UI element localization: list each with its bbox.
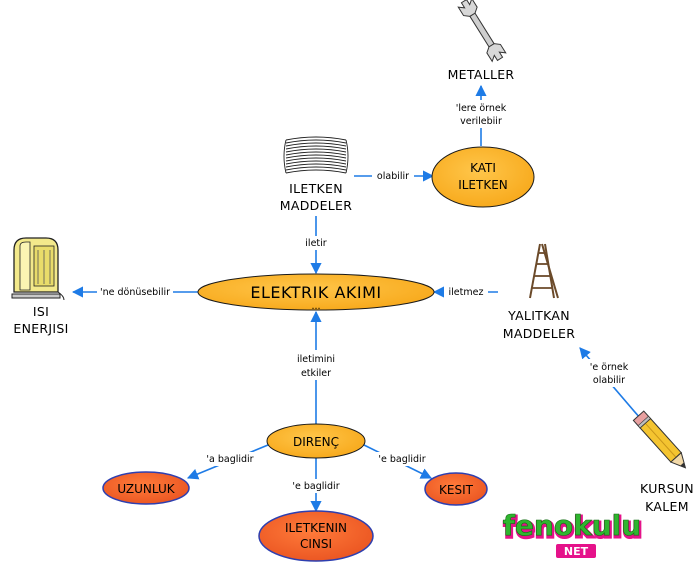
concept-iletken-maddeler-2: MADDELER — [280, 198, 352, 213]
node-elektrik-akimi-dots: ... — [311, 301, 320, 312]
svg-text:'e baglidir: 'e baglidir — [292, 481, 339, 492]
svg-text:olabilir: olabilir — [593, 375, 625, 386]
node-elektrik-akimi[interactable]: ELEKTRIK AKIMI ... — [197, 273, 435, 312]
concept-isi-enerjisi-1: ISI — [33, 304, 49, 319]
fenokulu-logo: fenokulu fenokulu NET — [502, 509, 644, 558]
svg-text:'a baglidir: 'a baglidir — [206, 454, 253, 465]
coil-icon — [283, 136, 349, 176]
node-direnc[interactable]: DIRENÇ — [266, 423, 366, 459]
node-kesit-shape — [424, 472, 488, 506]
svg-text:fenokulu: fenokulu — [504, 511, 642, 544]
node-direnc-shape — [266, 423, 366, 459]
node-iletkenin-cinsi-shape — [258, 510, 374, 562]
logo-sub-text: NET — [564, 545, 589, 558]
svg-text:'e örnek: 'e örnek — [590, 362, 629, 373]
svg-text:'ne dönüsebilir: 'ne dönüsebilir — [100, 287, 170, 298]
node-kati-iletken-label-2: ILETKEN — [458, 178, 508, 192]
concept-kursun-kalem-2: KALEM — [645, 499, 689, 514]
link-label-lere-ornek: 'lere örnek verilebiir — [452, 100, 510, 128]
node-uzunluk-shape — [102, 471, 190, 505]
concept-yalitkan-maddeler-1: YALITKAN — [507, 308, 570, 323]
concept-iletken-maddeler-1: ILETKEN — [289, 181, 343, 196]
svg-text:'lere örnek: 'lere örnek — [456, 103, 507, 114]
node-kati-iletken-label-1: KATI — [470, 161, 496, 175]
link-label-iletmez: iletmez — [444, 285, 488, 299]
node-uzunluk[interactable]: UZUNLUK — [102, 471, 190, 505]
node-iletkenin-cinsi-label-2: CINSI — [300, 537, 332, 551]
wrench-icon — [457, 0, 507, 63]
node-kesit[interactable]: KESIT — [424, 472, 488, 506]
node-kati-iletken[interactable]: KATI ILETKEN — [431, 146, 535, 208]
node-iletkenin-cinsi-label-1: ILETKENIN — [285, 521, 347, 535]
logo-main-text: fenokulu — [503, 509, 641, 542]
link-label-a-baglidir: 'a baglidir — [200, 452, 260, 466]
svg-text:iletimini: iletimini — [297, 354, 335, 365]
node-elektrik-akimi-shape — [197, 273, 435, 311]
ladder-icon — [529, 243, 559, 299]
concept-kursun-kalem-1: KURSUN — [640, 481, 694, 496]
svg-text:olabilir: olabilir — [377, 171, 409, 182]
link-label-olabilir: olabilir — [372, 169, 414, 182]
node-kati-iletken-shape — [431, 146, 535, 208]
node-uzunluk-label: UZUNLUK — [117, 482, 175, 496]
link-label-e-baglidir-2: 'e baglidir — [372, 452, 432, 466]
node-elektrik-akimi-label: ELEKTRIK AKIMI — [250, 283, 381, 302]
svg-text:'e baglidir: 'e baglidir — [378, 454, 425, 465]
svg-text:iletmez: iletmez — [449, 287, 484, 298]
node-iletkenin-cinsi[interactable]: ILETKENIN CINSI — [258, 510, 374, 562]
node-direnc-label: DIRENÇ — [293, 435, 339, 449]
concept-yalitkan-maddeler-2: MADDELER — [503, 326, 575, 341]
link-label-ne-donusebilir: 'ne dönüsebilir — [97, 285, 173, 299]
pencil-icon — [632, 410, 687, 469]
concept-isi-enerjisi-2: ENERJISI — [13, 321, 68, 336]
link-label-iletimini: iletimini etkiler — [290, 350, 342, 380]
link-label-e-ornek: 'e örnek olabilir — [583, 359, 635, 387]
link-label-iletir: iletir — [300, 236, 332, 250]
svg-text:iletir: iletir — [305, 238, 326, 249]
link-label-e-baglidir-1: 'e baglidir — [286, 479, 346, 493]
svg-text:verilebiir: verilebiir — [460, 116, 502, 127]
heater-icon — [11, 237, 65, 301]
node-kesit-label: KESIT — [439, 483, 474, 497]
concept-metaller: METALLER — [448, 67, 515, 82]
svg-text:etkiler: etkiler — [301, 368, 331, 379]
